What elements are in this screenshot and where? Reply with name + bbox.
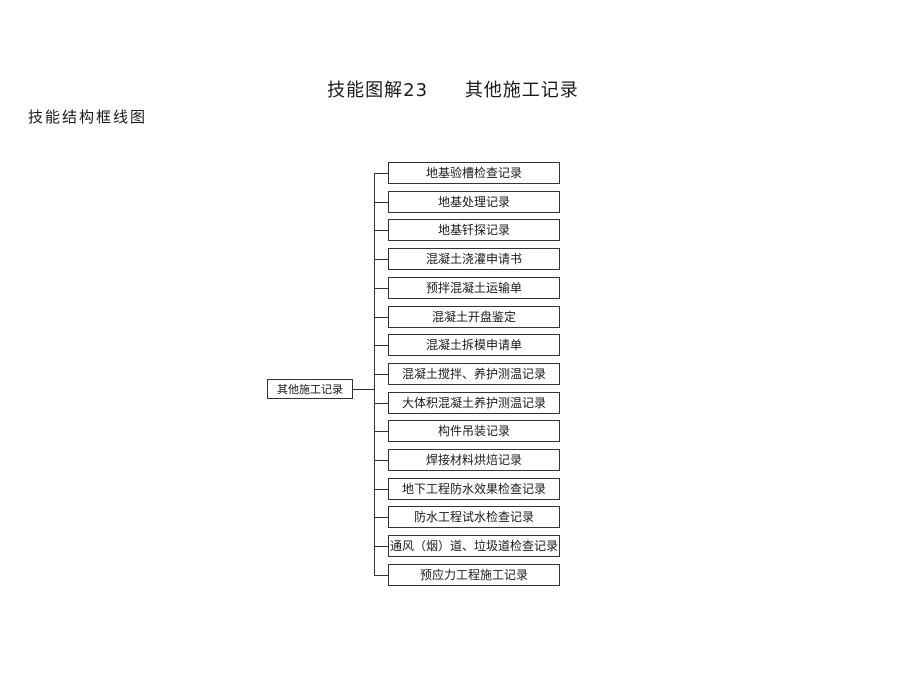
tree-child-node: 地基验槽检查记录: [388, 162, 560, 184]
tree-child-node: 预应力工程施工记录: [388, 564, 560, 586]
branch-connector: [374, 575, 388, 576]
branch-connector: [374, 259, 388, 260]
tree-root-node: 其他施工记录: [267, 379, 353, 399]
title-main: 技能图解23: [327, 80, 429, 101]
tree-child-node: 混凝土拆模申请单: [388, 334, 560, 356]
tree-child-node: 混凝土开盘鉴定: [388, 306, 560, 328]
branch-connector: [374, 230, 388, 231]
tree-child-node: 焊接材料烘焙记录: [388, 449, 560, 471]
tree-child-node: 大体积混凝土养护测温记录: [388, 392, 560, 414]
tree-child-node: 地基处理记录: [388, 191, 560, 213]
branch-connector: [374, 403, 388, 404]
tree-child-node: 混凝土浇灌申请书: [388, 248, 560, 270]
branch-connector: [374, 517, 388, 518]
branch-connector: [374, 202, 388, 203]
root-connector: [353, 389, 374, 390]
branch-connector: [374, 288, 388, 289]
tree-child-node: 地基钎探记录: [388, 219, 560, 241]
page-title: 技能图解23 其他施工记录: [0, 76, 906, 102]
tree-child-node: 混凝土搅拌、养护测温记录: [388, 363, 560, 385]
tree-child-node: 通风（烟）道、垃圾道检查记录: [388, 535, 560, 557]
branch-connector: [374, 317, 388, 318]
tree-child-node: 防水工程试水检查记录: [388, 506, 560, 528]
tree-child-node: 预拌混凝土运输单: [388, 277, 560, 299]
tree-child-node: 构件吊装记录: [388, 420, 560, 442]
tree-child-node: 地下工程防水效果检查记录: [388, 478, 560, 500]
branch-connector: [374, 489, 388, 490]
title-sub: 其他施工记录: [464, 80, 579, 101]
diagram-subtitle: 技能结构框线图: [28, 108, 148, 126]
branch-connector: [374, 374, 388, 375]
branch-connector: [374, 546, 388, 547]
branch-connector: [374, 460, 388, 461]
branch-connector: [374, 173, 388, 174]
branch-connector: [374, 345, 388, 346]
branch-connector: [374, 431, 388, 432]
